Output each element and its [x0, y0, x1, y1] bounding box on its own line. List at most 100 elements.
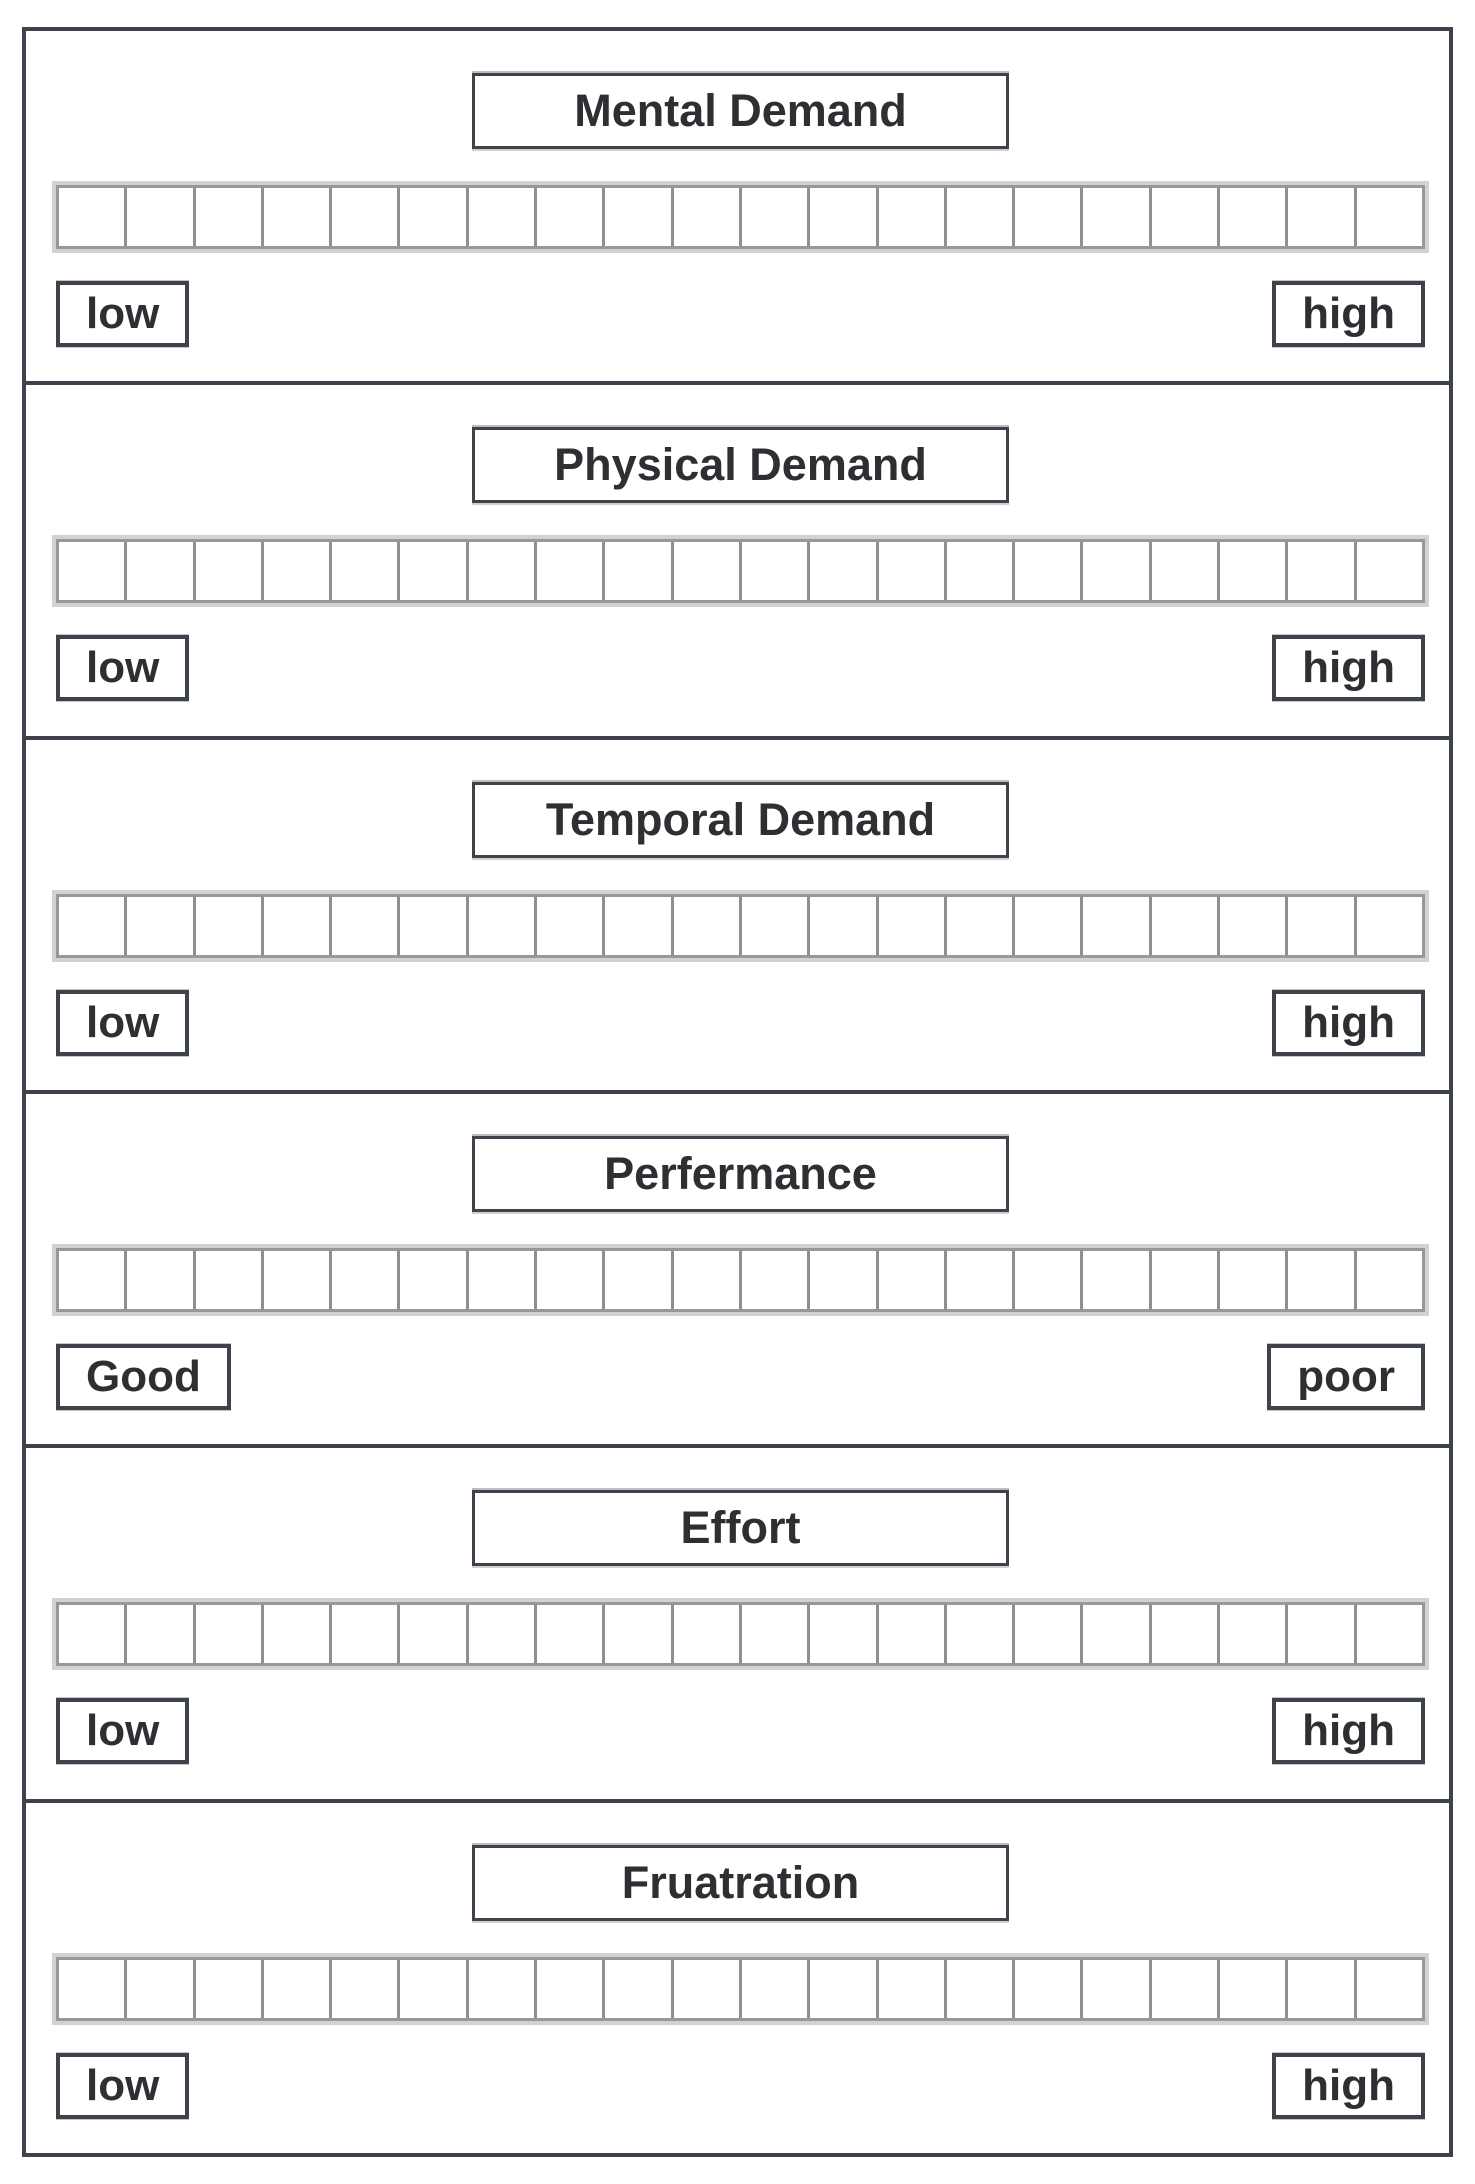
scale-cell[interactable]: [1148, 188, 1218, 246]
scale-cell[interactable]: [943, 896, 1013, 955]
scale-cell[interactable]: [807, 1250, 876, 1309]
scale-cell[interactable]: [943, 542, 1013, 601]
scale-cell[interactable]: [943, 1959, 1013, 2018]
scale-cell[interactable]: [943, 1250, 1013, 1309]
scale-cell[interactable]: [1217, 1250, 1286, 1309]
scale-cell[interactable]: [807, 896, 876, 955]
scale-cell[interactable]: [670, 542, 739, 601]
scale-cell[interactable]: [1012, 1250, 1081, 1309]
scale-cell[interactable]: [59, 896, 125, 955]
scale-cell[interactable]: [602, 1959, 671, 2018]
scale-cell[interactable]: [738, 896, 808, 955]
scale-cell[interactable]: [124, 542, 193, 601]
scale-cell[interactable]: [670, 896, 739, 955]
scale-cell[interactable]: [192, 896, 261, 955]
scale-cell[interactable]: [1217, 1605, 1286, 1664]
scale-cell[interactable]: [1080, 896, 1149, 955]
scale-cell[interactable]: [329, 1959, 398, 2018]
scale-cell[interactable]: [192, 542, 261, 601]
scale-cell[interactable]: [1217, 188, 1286, 246]
scale-cell[interactable]: [1012, 542, 1081, 601]
scale-cell[interactable]: [670, 1605, 739, 1664]
scale-cell[interactable]: [1285, 1605, 1354, 1664]
scale-cell[interactable]: [943, 1605, 1013, 1664]
scale-cell[interactable]: [59, 1959, 125, 2018]
scale-cell[interactable]: [192, 188, 261, 246]
scale-cell[interactable]: [1285, 1250, 1354, 1309]
scale-cell[interactable]: [738, 188, 808, 246]
scale-cell[interactable]: [192, 1605, 261, 1664]
scale-cell[interactable]: [807, 188, 876, 246]
scale-cell[interactable]: [465, 1959, 535, 2018]
scale-cell[interactable]: [875, 1250, 944, 1309]
scale-cell[interactable]: [329, 896, 398, 955]
scale-cell[interactable]: [1148, 1250, 1218, 1309]
scale-cell[interactable]: [124, 1605, 193, 1664]
scale-cell[interactable]: [807, 1605, 876, 1664]
scale-cell[interactable]: [670, 188, 739, 246]
scale-cell[interactable]: [1285, 896, 1354, 955]
scale-cell[interactable]: [875, 188, 944, 246]
scale-cell[interactable]: [192, 1959, 261, 2018]
scale-cell[interactable]: [807, 542, 876, 601]
scale-cell[interactable]: [875, 1605, 944, 1664]
scale-cell[interactable]: [465, 1605, 535, 1664]
scale-cell[interactable]: [329, 542, 398, 601]
scale-cell[interactable]: [124, 896, 193, 955]
scale-cell[interactable]: [670, 1250, 739, 1309]
scale-cell[interactable]: [534, 188, 603, 246]
scale-cell[interactable]: [397, 896, 466, 955]
scale-cell[interactable]: [329, 1605, 398, 1664]
scale-cell[interactable]: [602, 896, 671, 955]
scale-cell[interactable]: [602, 542, 671, 601]
scale-cell[interactable]: [1080, 1250, 1149, 1309]
scale-cell[interactable]: [465, 1250, 535, 1309]
scale-cell[interactable]: [1080, 1959, 1149, 2018]
scale-cell[interactable]: [738, 1959, 808, 2018]
scale-cell[interactable]: [1353, 542, 1422, 601]
scale-cell[interactable]: [260, 188, 330, 246]
scale-cell[interactable]: [534, 1605, 603, 1664]
scale-cell[interactable]: [875, 896, 944, 955]
scale-cell[interactable]: [260, 1959, 330, 2018]
scale-cell[interactable]: [1012, 1605, 1081, 1664]
scale-cell[interactable]: [397, 1605, 466, 1664]
scale-cell[interactable]: [397, 1250, 466, 1309]
scale-cell[interactable]: [1353, 1250, 1422, 1309]
scale-cell[interactable]: [260, 1605, 330, 1664]
scale-cell[interactable]: [1217, 896, 1286, 955]
scale-cell[interactable]: [1012, 896, 1081, 955]
scale-cell[interactable]: [192, 1250, 261, 1309]
scale-cell[interactable]: [738, 1250, 808, 1309]
scale-cell[interactable]: [875, 1959, 944, 2018]
scale-cell[interactable]: [260, 896, 330, 955]
scale-cell[interactable]: [1080, 188, 1149, 246]
scale-cell[interactable]: [1148, 896, 1218, 955]
scale-cell[interactable]: [534, 896, 603, 955]
scale-cell[interactable]: [1285, 1959, 1354, 2018]
scale-cell[interactable]: [465, 896, 535, 955]
scale-cell[interactable]: [534, 542, 603, 601]
scale-cell[interactable]: [465, 188, 535, 246]
scale-cell[interactable]: [1148, 542, 1218, 601]
scale-cell[interactable]: [397, 1959, 466, 2018]
scale-cell[interactable]: [602, 1250, 671, 1309]
scale-cell[interactable]: [59, 1250, 125, 1309]
scale-cell[interactable]: [1080, 542, 1149, 601]
scale-cell[interactable]: [260, 542, 330, 601]
scale-cell[interactable]: [124, 1250, 193, 1309]
scale-cell[interactable]: [260, 1250, 330, 1309]
scale-cell[interactable]: [1012, 188, 1081, 246]
scale-cell[interactable]: [397, 188, 466, 246]
scale-cell[interactable]: [1148, 1959, 1218, 2018]
scale-cell[interactable]: [124, 1959, 193, 2018]
scale-cell[interactable]: [602, 1605, 671, 1664]
scale-cell[interactable]: [943, 188, 1013, 246]
scale-cell[interactable]: [1353, 1605, 1422, 1664]
scale-cell[interactable]: [738, 542, 808, 601]
scale-cell[interactable]: [1353, 896, 1422, 955]
scale-cell[interactable]: [738, 1605, 808, 1664]
scale-cell[interactable]: [329, 188, 398, 246]
scale-cell[interactable]: [534, 1959, 603, 2018]
scale-cell[interactable]: [1012, 1959, 1081, 2018]
